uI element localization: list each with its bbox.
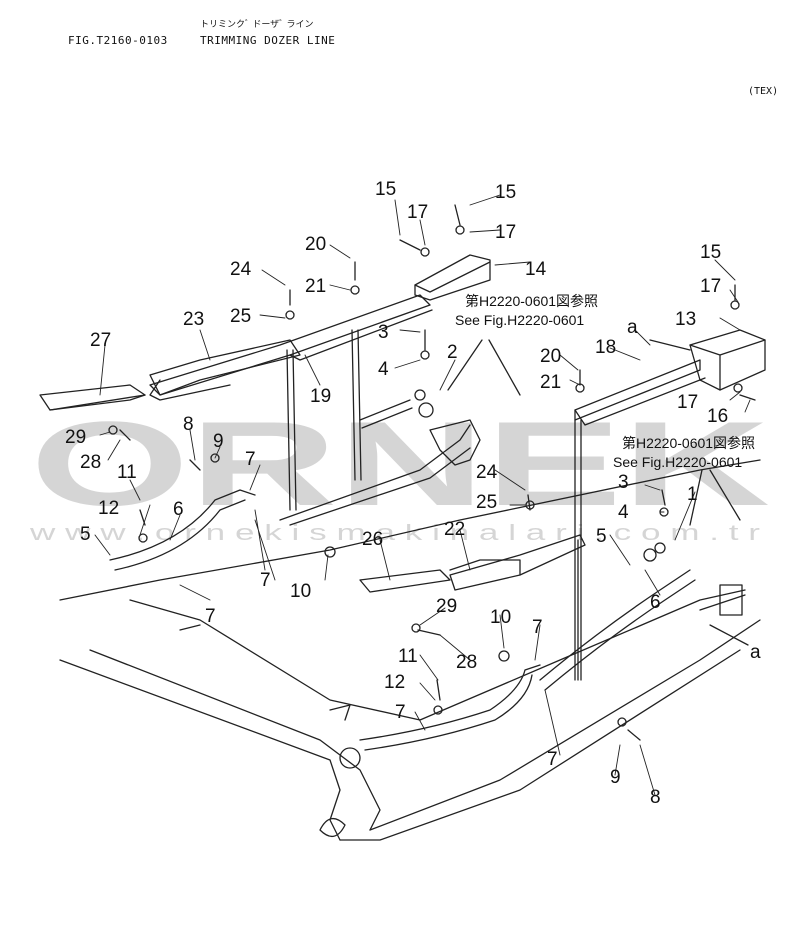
hose-left <box>109 489 256 561</box>
callout-7: 7 <box>205 606 216 627</box>
callout-7: 7 <box>245 449 256 470</box>
callout-17: 17 <box>407 202 428 223</box>
callout-18: 18 <box>595 337 616 358</box>
callout-7: 7 <box>547 749 558 770</box>
arm-22 <box>449 534 586 591</box>
callout-16: 16 <box>707 406 728 427</box>
callout-17: 17 <box>700 276 721 297</box>
cross-beam <box>279 424 471 521</box>
block-13 <box>689 329 766 391</box>
reference-notes: 第H2220-0601図参照 See Fig.H2220-0601 第H2220… <box>455 293 755 470</box>
ref-2-jp: 第H2220-0601図参照 <box>622 435 755 451</box>
figure-number: FIG.T2160-0103 <box>68 34 168 47</box>
line-art <box>39 194 766 841</box>
callout-8: 8 <box>650 787 661 808</box>
callout-15: 15 <box>495 182 516 203</box>
watermark-brand: ORNEK <box>30 397 770 531</box>
callout-group: 15 15 17 17 14 20 24 21 25 23 27 19 3 4 … <box>65 179 761 808</box>
figure-title: TRIMMING DOZER LINE <box>200 34 336 47</box>
callout-13: 13 <box>675 309 696 330</box>
callout-12: 12 <box>98 498 119 519</box>
frame-outline <box>59 459 761 601</box>
callout-9: 9 <box>610 767 621 788</box>
callout-3: 3 <box>618 472 629 493</box>
callout-11: 11 <box>398 646 418 667</box>
ref-1-en: See Fig.H2220-0601 <box>455 312 584 328</box>
callout-5: 5 <box>596 526 607 547</box>
callout-29: 29 <box>436 596 457 617</box>
callout-28: 28 <box>80 452 101 473</box>
hose-right <box>539 569 691 681</box>
bracket-26 <box>359 569 451 593</box>
callout-28: 28 <box>456 652 477 673</box>
callout-17: 17 <box>677 392 698 413</box>
callout-11: 11 <box>117 462 137 483</box>
callout-5: 5 <box>80 524 91 545</box>
callout-a: a <box>627 317 638 338</box>
callout-7: 7 <box>395 702 406 723</box>
ref-2-en: See Fig.H2220-0601 <box>613 454 742 470</box>
arm-18 <box>574 359 701 421</box>
callout-14: 14 <box>525 259 547 280</box>
callout-24: 24 <box>230 259 252 280</box>
callout-26: 26 <box>362 529 383 550</box>
tex-code: (TEX) <box>748 86 779 97</box>
watermark: ORNEK w w w . o r n e k i s m a k i n a … <box>28 397 770 545</box>
callout-27: 27 <box>90 330 111 351</box>
callout-29: 29 <box>65 427 86 448</box>
callout-6: 6 <box>650 592 661 613</box>
callout-1: 1 <box>687 484 698 505</box>
callout-24: 24 <box>476 462 498 483</box>
callout-17: 17 <box>495 222 516 243</box>
block-14 <box>414 254 491 301</box>
kana-title: トリミンクﾞ ドーザﾞ ライン <box>200 20 314 30</box>
callout-a: a <box>750 642 761 663</box>
callout-25: 25 <box>230 306 251 327</box>
callout-21: 21 <box>540 372 561 393</box>
callout-8: 8 <box>183 414 194 435</box>
callout-23: 23 <box>183 309 204 330</box>
callout-20: 20 <box>540 346 561 367</box>
callout-15: 15 <box>700 242 721 263</box>
callout-19: 19 <box>310 386 331 407</box>
callout-4: 4 <box>618 502 629 523</box>
callout-2: 2 <box>447 342 458 363</box>
ref-1-jp: 第H2220-0601図参照 <box>465 293 598 309</box>
callout-10: 10 <box>490 607 511 628</box>
callout-7: 7 <box>532 617 543 638</box>
callout-4: 4 <box>378 359 389 380</box>
callout-22: 22 <box>444 519 465 540</box>
callout-21: 21 <box>305 276 326 297</box>
callout-15: 15 <box>375 179 396 200</box>
callout-3: 3 <box>378 322 389 343</box>
callout-6: 6 <box>173 499 184 520</box>
callout-12: 12 <box>384 672 405 693</box>
callout-7: 7 <box>260 570 271 591</box>
watermark-url: w w w . o r n e k i s m a k i n a l a r … <box>28 520 760 545</box>
callout-9: 9 <box>213 431 224 452</box>
callout-25: 25 <box>476 492 497 513</box>
callout-10: 10 <box>290 581 311 602</box>
callout-20: 20 <box>305 234 326 255</box>
